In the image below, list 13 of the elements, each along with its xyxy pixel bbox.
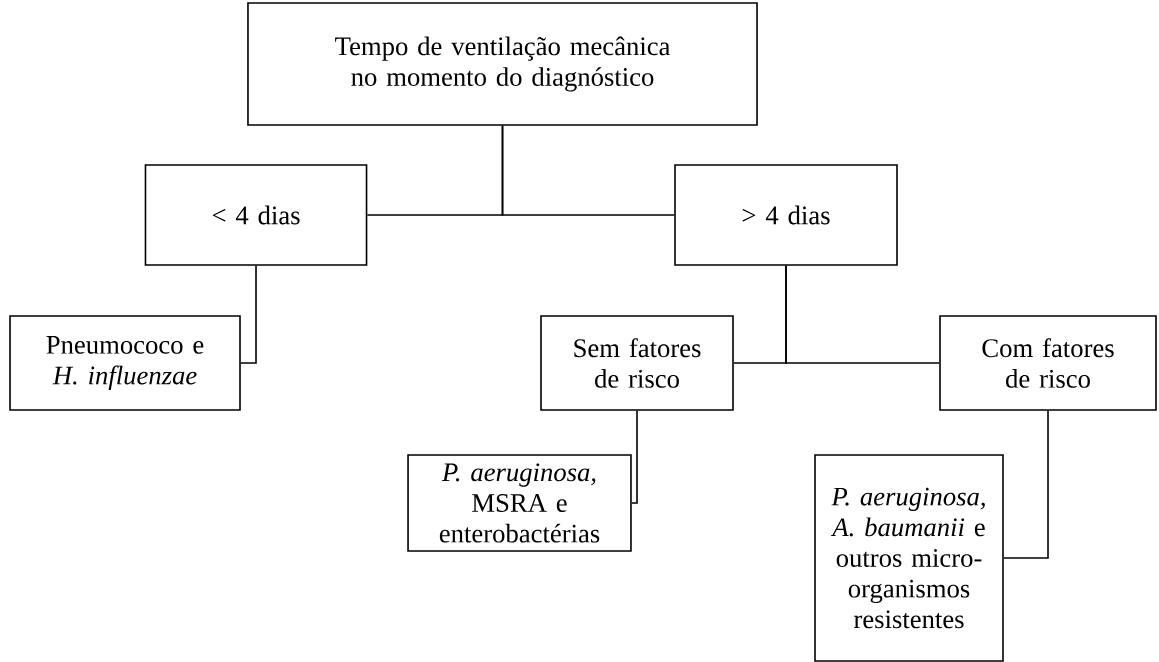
text-box: Com fatores de risco — [939, 315, 1157, 411]
text-box: < 4 dias — [144, 164, 368, 266]
text-box: P. aeruginosa, A. baumanii e outros micro-organismos resistentes — [814, 454, 1004, 662]
text-box: Tempo de ventilação mecânica no momento do diagnóstico — [247, 2, 758, 126]
text-box: Sem fatores de risco — [540, 315, 734, 411]
connector-line — [240, 265, 257, 364]
connector-line — [501, 125, 675, 216]
connector-line — [785, 265, 940, 364]
connector-line — [1003, 410, 1049, 559]
text-box: > 4 dias — [674, 164, 898, 266]
text-box: P. aeruginosa, MSRA e enterobactérias — [407, 454, 632, 552]
text-box: Pneumococo e H. influenzae — [9, 315, 241, 411]
connector-line — [631, 410, 638, 504]
